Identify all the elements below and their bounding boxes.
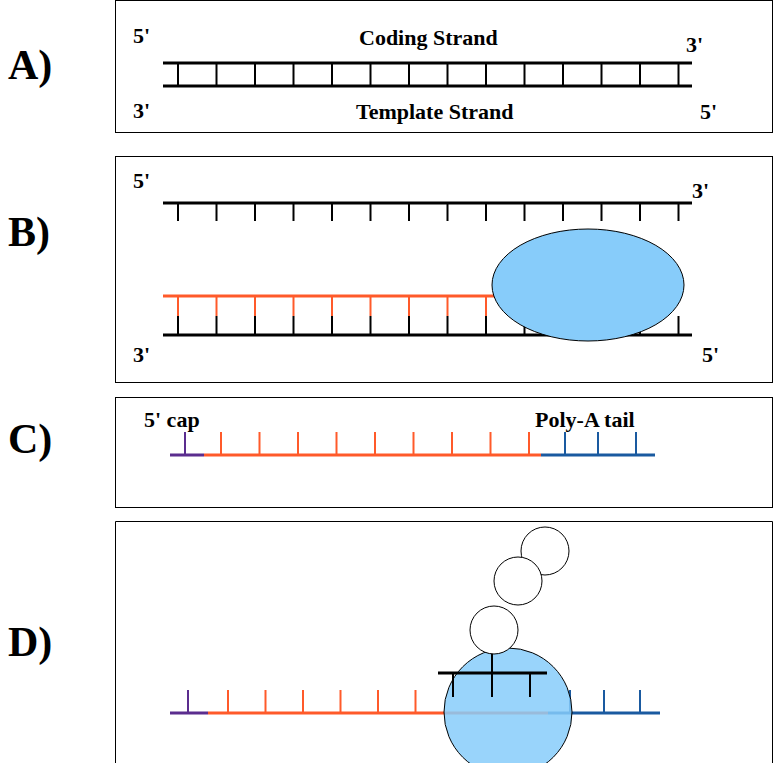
strand-label: 5': [702, 344, 719, 366]
strand-label: 3': [686, 34, 703, 56]
strand-label: Coding Strand: [359, 27, 498, 49]
figure-panel: C) 5' cap Poly-A tail: [0, 397, 774, 508]
figure-panel: B) 5' 3' 3' 5': [0, 156, 774, 383]
figure-panel: A) 5' Coding Strand 3' 3' Template Strand 5': [0, 0, 774, 133]
panel-letter: D): [8, 621, 52, 663]
panel-letter: A): [8, 44, 52, 86]
strand-label: 5': [700, 101, 717, 123]
panel-letter: B): [8, 211, 50, 253]
strand-label: 3': [133, 344, 150, 366]
strand-label: 5': [133, 170, 150, 192]
strand-label: Template Strand: [356, 101, 513, 123]
strand-label: 5' cap: [144, 409, 200, 431]
strand-label: 3': [133, 100, 150, 122]
figure-panel: D): [0, 521, 774, 763]
strand-label: 5': [133, 25, 150, 47]
strand-label: 3': [692, 180, 709, 202]
panel-letter: C): [8, 418, 52, 460]
strand-label: Poly-A tail: [535, 409, 635, 431]
